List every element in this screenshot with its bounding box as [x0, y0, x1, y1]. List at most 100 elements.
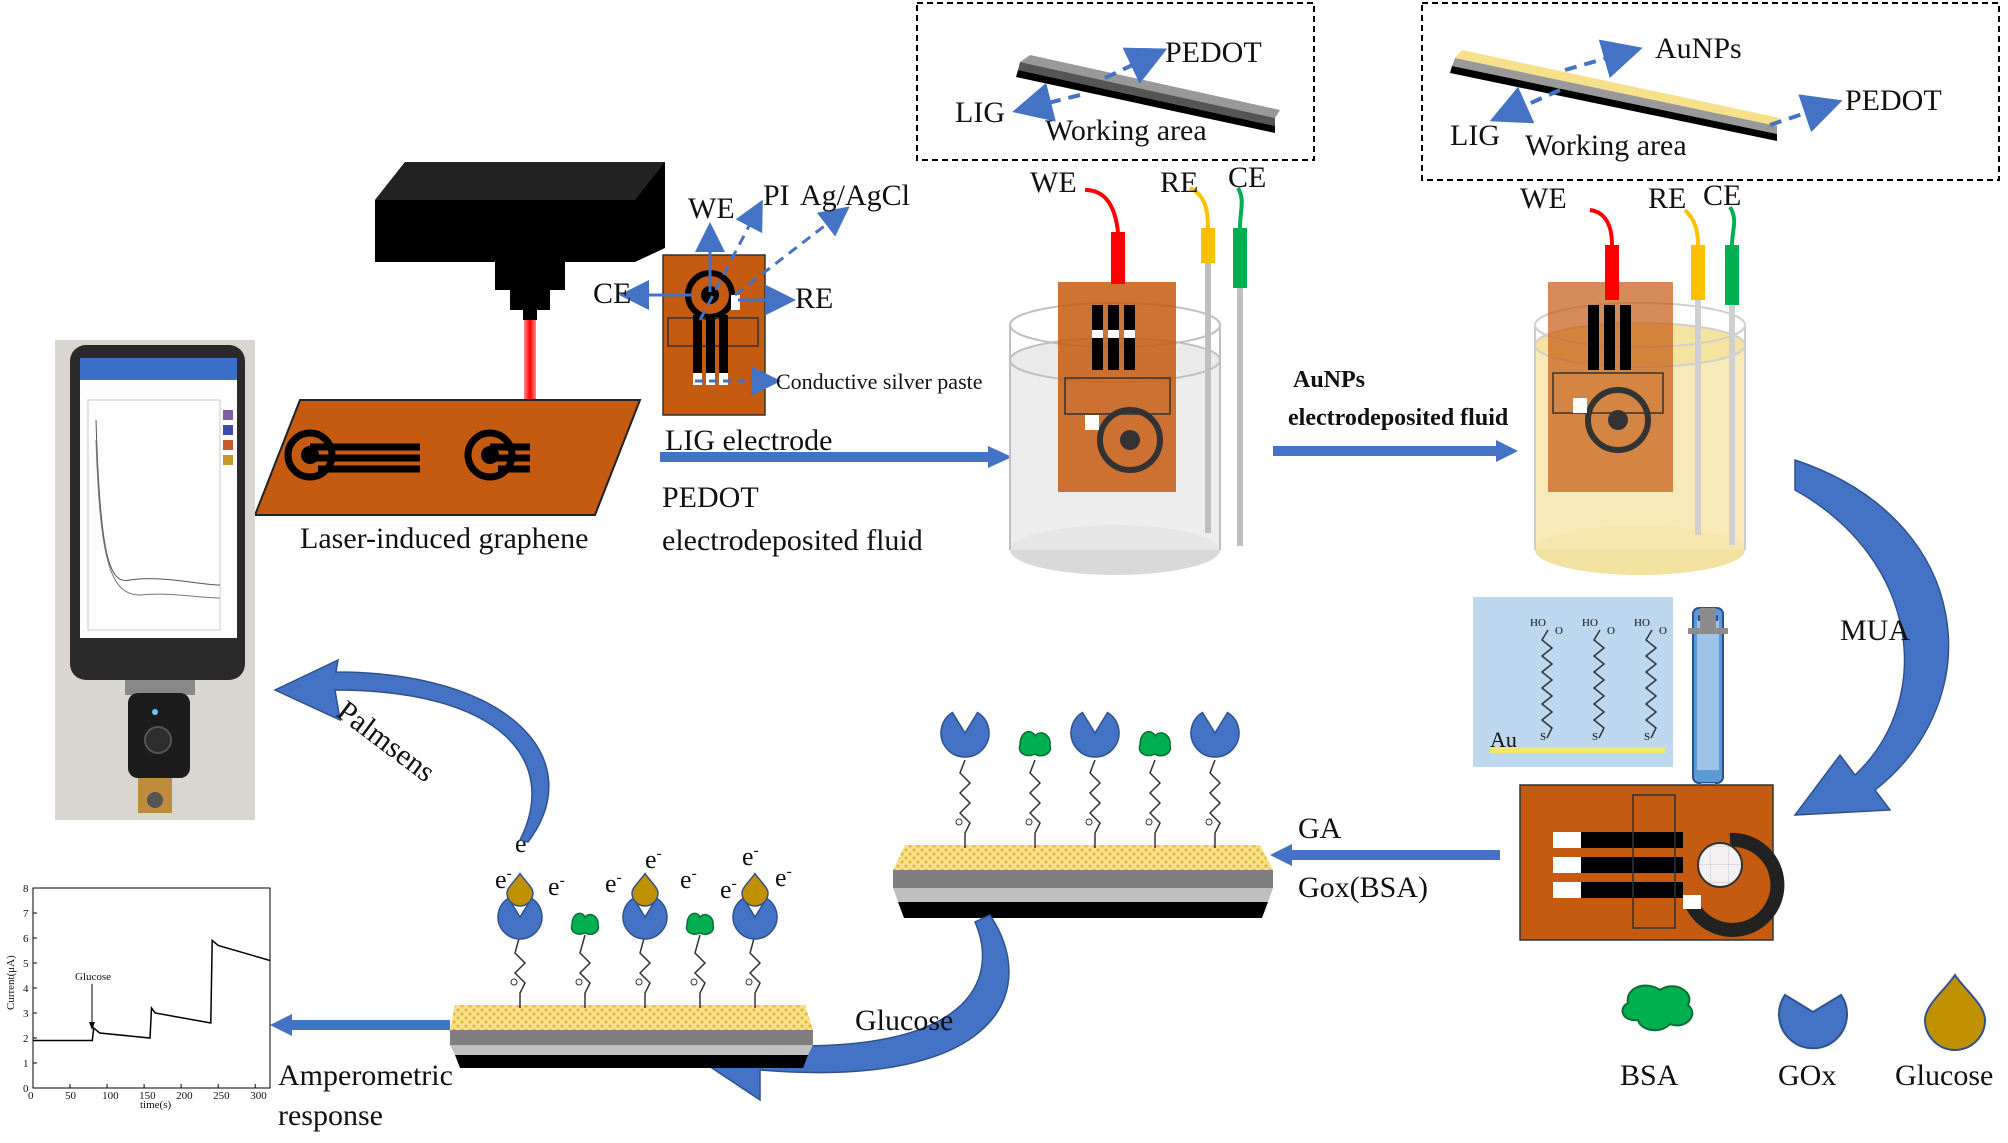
chart-y-tick-label: 7	[23, 908, 29, 920]
aunps-fluid-label-1: AuNPs	[1293, 367, 1365, 393]
inset2-aunps-label: AuNPs	[1655, 32, 1742, 65]
chart-x-tick-label: 250	[213, 1090, 230, 1102]
chart-series-line	[33, 938, 271, 1042]
chart-y-tick-label: 6	[23, 933, 29, 945]
bsa-protein	[1138, 730, 1172, 757]
gox-bsa-label: Gox(BSA)	[1298, 871, 1428, 904]
dropper	[1688, 607, 1728, 803]
glucose-molecule	[741, 872, 769, 907]
electron-4: e-	[605, 869, 622, 898]
mua-s-1: S	[1540, 731, 1546, 743]
au-label: Au	[1490, 727, 1517, 752]
mua-ho-1: HO	[1530, 617, 1546, 629]
chart-y-tick-label: 0	[23, 1083, 29, 1095]
amperometric-label-2: response	[278, 1099, 383, 1132]
lig-electrode	[662, 254, 766, 416]
gox-enzyme	[732, 897, 778, 940]
gox-legend-icon	[1778, 993, 1848, 1050]
gox-enzyme	[940, 711, 990, 758]
palmsens-curved-arrow	[273, 658, 550, 843]
electron-6: e-	[680, 865, 697, 894]
bsa-protein	[685, 912, 715, 936]
glucose-molecule	[506, 872, 534, 907]
lig-pattern-2	[464, 429, 530, 481]
glucose-step-label: Glucose	[855, 1004, 953, 1037]
mua-o-2: O	[1607, 625, 1615, 637]
gox-enzyme	[1190, 711, 1240, 758]
chart-y-tick-label: 3	[23, 1008, 29, 1020]
inset2-pedot-label: PEDOT	[1845, 84, 1942, 117]
pi-sheet	[253, 399, 642, 516]
we-label-2: WE	[1030, 166, 1077, 199]
mua-label: MUA	[1840, 614, 1910, 647]
ga-label: GA	[1298, 812, 1342, 845]
lig-pattern-1	[284, 429, 420, 481]
beaker-2	[1534, 282, 1746, 575]
inset1-pedot-label: PEDOT	[1165, 36, 1262, 69]
pi-label: PI	[763, 179, 790, 212]
chart-x-tick-label: 50	[65, 1090, 77, 1102]
chart-x-tick-label: 200	[176, 1090, 193, 1102]
chart-x-tick-label: 100	[102, 1090, 119, 1102]
we-label-1: WE	[688, 192, 735, 225]
mua-o-1: O	[1555, 625, 1563, 637]
gox-enzyme	[497, 897, 543, 940]
palmsens-label: Palmsens	[331, 694, 441, 789]
mua-ho-3: HO	[1634, 617, 1650, 629]
amperometric-label-1: Amperometric	[278, 1059, 453, 1092]
re-label-3: RE	[1648, 182, 1686, 215]
chart-x-tick-label: 300	[250, 1090, 267, 1102]
inset-1: PEDOT LIG Working area	[916, 2, 1315, 161]
laser-head	[375, 162, 665, 320]
arrow-ga	[1270, 844, 1500, 866]
chart-xlabel: time(s)	[140, 1099, 171, 1111]
bsa-legend-icon	[1621, 984, 1694, 1032]
conductive-silver-paste-label: Conductive silver paste	[776, 369, 983, 394]
ce-label-2: CE	[1228, 161, 1266, 194]
chart-annotation-arrowhead	[89, 1022, 95, 1030]
chart-frame	[32, 887, 271, 1089]
re-label-2: RE	[1160, 166, 1198, 199]
middle-molecules	[940, 711, 1240, 848]
inset2-lig-label: LIG	[1450, 119, 1500, 152]
inset1-lig-label: LIG	[955, 96, 1005, 129]
mua-s-2: S	[1592, 731, 1598, 743]
bsa-protein	[570, 912, 600, 936]
middle-substrate	[893, 845, 1273, 918]
ce-label-1: CE	[593, 277, 631, 310]
chart-x-tick-label: 0	[28, 1090, 34, 1102]
lig-electrode-pointers	[619, 199, 850, 396]
ce-label-3: CE	[1703, 179, 1741, 212]
arrow-to-beaker-2	[1273, 440, 1518, 462]
ag-agcl-label: Ag/AgCl	[800, 179, 910, 212]
beaker-2-leads	[1589, 205, 1739, 545]
electron-7: e-	[720, 875, 737, 904]
chart-x-tick-label: 150	[139, 1090, 156, 1102]
legend-bsa-label: BSA	[1620, 1059, 1679, 1092]
left-substrate	[450, 1005, 813, 1068]
beaker-1	[1009, 282, 1221, 575]
gox-enzyme	[1070, 711, 1120, 758]
inset1-working-area-label: Working area	[1045, 114, 1207, 147]
glucose-molecule	[631, 872, 659, 907]
left-molecules	[497, 872, 778, 1008]
chart-y-tick-label: 1	[23, 1058, 29, 1070]
legend: BSA GOx Glucose	[1620, 973, 1993, 1092]
electron-5: e-	[645, 845, 662, 874]
chart-y-tick-label: 2	[23, 1033, 29, 1045]
chart-y-tick-label: 5	[23, 958, 29, 970]
inset-2: AuNPs PEDOT LIG Working area	[1421, 2, 2000, 181]
legend-glucose-label: Glucose	[1895, 1059, 1993, 1092]
aunps-fluid-label-2: electrodeposited fluid	[1288, 405, 1509, 431]
mua-electrode	[1519, 784, 1785, 941]
mua-s-3: S	[1644, 731, 1650, 743]
we-label-3: WE	[1520, 182, 1567, 215]
beaker-1-leads	[1084, 186, 1247, 546]
chart-y-tick-label: 8	[23, 883, 29, 895]
mua-inset: HO HO HO O O O S S S Au	[1473, 597, 1673, 767]
mua-curved-arrow	[1793, 458, 1950, 816]
